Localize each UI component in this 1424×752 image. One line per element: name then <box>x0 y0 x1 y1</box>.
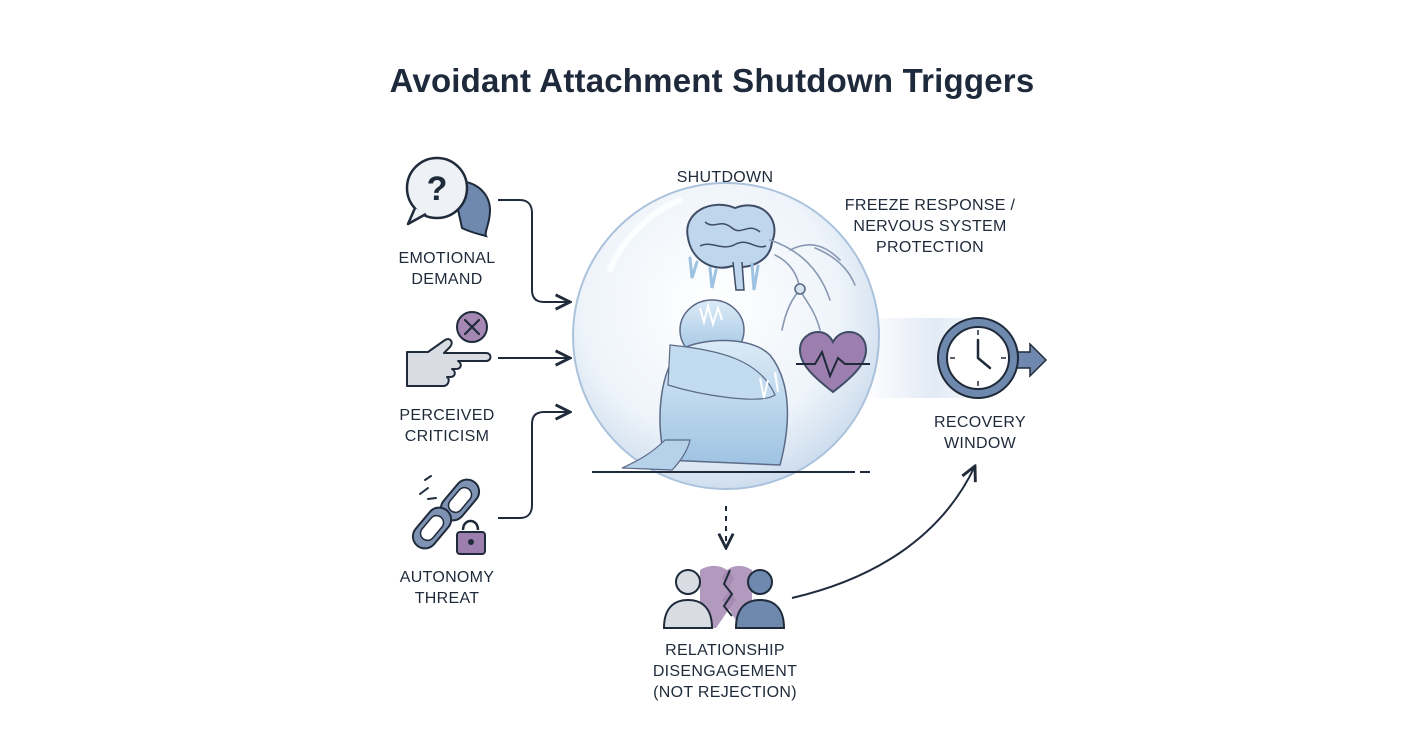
pointing-hand-icon <box>406 311 492 387</box>
svg-text:?: ? <box>427 170 448 208</box>
split-people-icon <box>662 565 786 629</box>
frozen-brain-icon <box>686 203 776 291</box>
question-speech-bubble-icon: ? <box>405 156 492 238</box>
label-shutdown: SHUTDOWN <box>676 169 774 186</box>
arrow-disengagement-to-recovery <box>791 466 975 599</box>
arrow-emotional-to-shutdown <box>498 199 570 302</box>
broken-chain-lock-icon <box>411 475 486 555</box>
page-title: Avoidant Attachment Shutdown Triggers <box>389 62 1035 99</box>
frozen-person-icon <box>621 299 789 471</box>
nerve-branches-icon <box>769 239 856 331</box>
arrow-autonomy-to-shutdown <box>498 412 570 519</box>
heart-pulse-icon <box>796 330 870 394</box>
clock-arrow-icon <box>937 317 1048 399</box>
